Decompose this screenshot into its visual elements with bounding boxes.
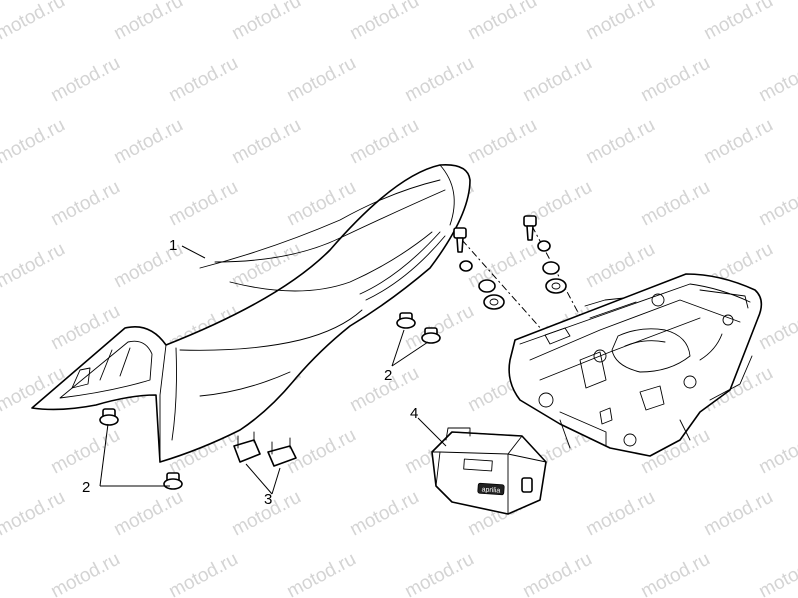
watermark-text-41: motod.ru [755, 301, 798, 355]
callout-2-left: 2 [82, 479, 90, 496]
watermark-text-17: motod.ru [346, 115, 422, 169]
buffer-left-lower [163, 472, 183, 490]
watermark-text-18: motod.ru [464, 115, 540, 169]
callout-labels: 1 2 2 3 4 [82, 237, 418, 508]
aprilia-logo-text: aprilia [481, 486, 500, 494]
screw-left [453, 227, 467, 253]
watermark-text-28: motod.ru [0, 239, 69, 293]
watermark-text-69: motod.ru [755, 549, 798, 598]
watermark-text-65: motod.ru [283, 549, 359, 598]
fasteners [453, 215, 641, 441]
leader-lines [99, 245, 447, 495]
watermark-text-11: motod.ru [519, 53, 595, 107]
rubber-buffer-part-2 [99, 312, 441, 490]
watermark-text-16: motod.ru [228, 115, 304, 169]
watermark-text-15: motod.ru [110, 115, 186, 169]
callout-2-right: 2 [384, 367, 392, 384]
watermark-text-26: motod.ru [637, 177, 713, 231]
watermark-text-14: motod.ru [0, 115, 69, 169]
watermark-text-8: motod.ru [165, 53, 241, 107]
watermark-text-12: motod.ru [637, 53, 713, 107]
watermark-text-22: motod.ru [165, 177, 241, 231]
watermark-text-66: motod.ru [401, 549, 477, 598]
watermark-text-2: motod.ru [228, 0, 304, 44]
bracket-left [233, 431, 261, 463]
watermark-text-7: motod.ru [47, 53, 123, 107]
watermark-text-55: motod.ru [755, 425, 798, 479]
watermark-text-62: motod.ru [700, 487, 776, 541]
watermark-text-3: motod.ru [346, 0, 422, 44]
watermark-text-6: motod.ru [700, 0, 776, 44]
screw-right [523, 215, 537, 241]
watermark-text-57: motod.ru [110, 487, 186, 541]
watermark-text-13: motod.ru [755, 53, 798, 107]
buffer-left-upper [99, 408, 119, 426]
buffer-right-upper [396, 312, 416, 329]
watermark-text-32: motod.ru [464, 239, 540, 293]
watermark-text-51: motod.ru [283, 425, 359, 479]
callout-1: 1 [169, 237, 177, 254]
bracket-right [267, 437, 297, 467]
watermark-text-10: motod.ru [401, 53, 477, 107]
watermark-text-68: motod.ru [637, 549, 713, 598]
watermark-text-1: motod.ru [110, 0, 186, 44]
watermark-text-20: motod.ru [700, 115, 776, 169]
watermark-text-67: motod.ru [519, 549, 595, 598]
watermark-text-61: motod.ru [582, 487, 658, 541]
watermark-text-23: motod.ru [283, 177, 359, 231]
watermark-text-33: motod.ru [582, 239, 658, 293]
callout-4: 4 [410, 405, 418, 422]
watermark-text-21: motod.ru [47, 177, 123, 231]
buffer-right-lower [421, 327, 441, 344]
watermark-text-5: motod.ru [582, 0, 658, 44]
watermark-text-56: motod.ru [0, 487, 69, 541]
callout-3: 3 [264, 491, 272, 508]
watermark-text-64: motod.ru [165, 549, 241, 598]
tool-kit-part-4: aprilia [431, 427, 547, 515]
watermark-text-59: motod.ru [346, 487, 422, 541]
bracket-part-3 [233, 431, 297, 467]
watermark-text-19: motod.ru [582, 115, 658, 169]
seat-part-1 [31, 163, 471, 463]
watermark-text-63: motod.ru [47, 549, 123, 598]
watermark-text-0: motod.ru [0, 0, 69, 44]
watermark-text-9: motod.ru [283, 53, 359, 107]
watermark-text-4: motod.ru [464, 0, 540, 44]
watermark-text-49: motod.ru [47, 425, 123, 479]
watermark-text-27: motod.ru [755, 177, 798, 231]
underseat-tray [508, 273, 763, 457]
watermark-text-38: motod.ru [401, 301, 477, 355]
